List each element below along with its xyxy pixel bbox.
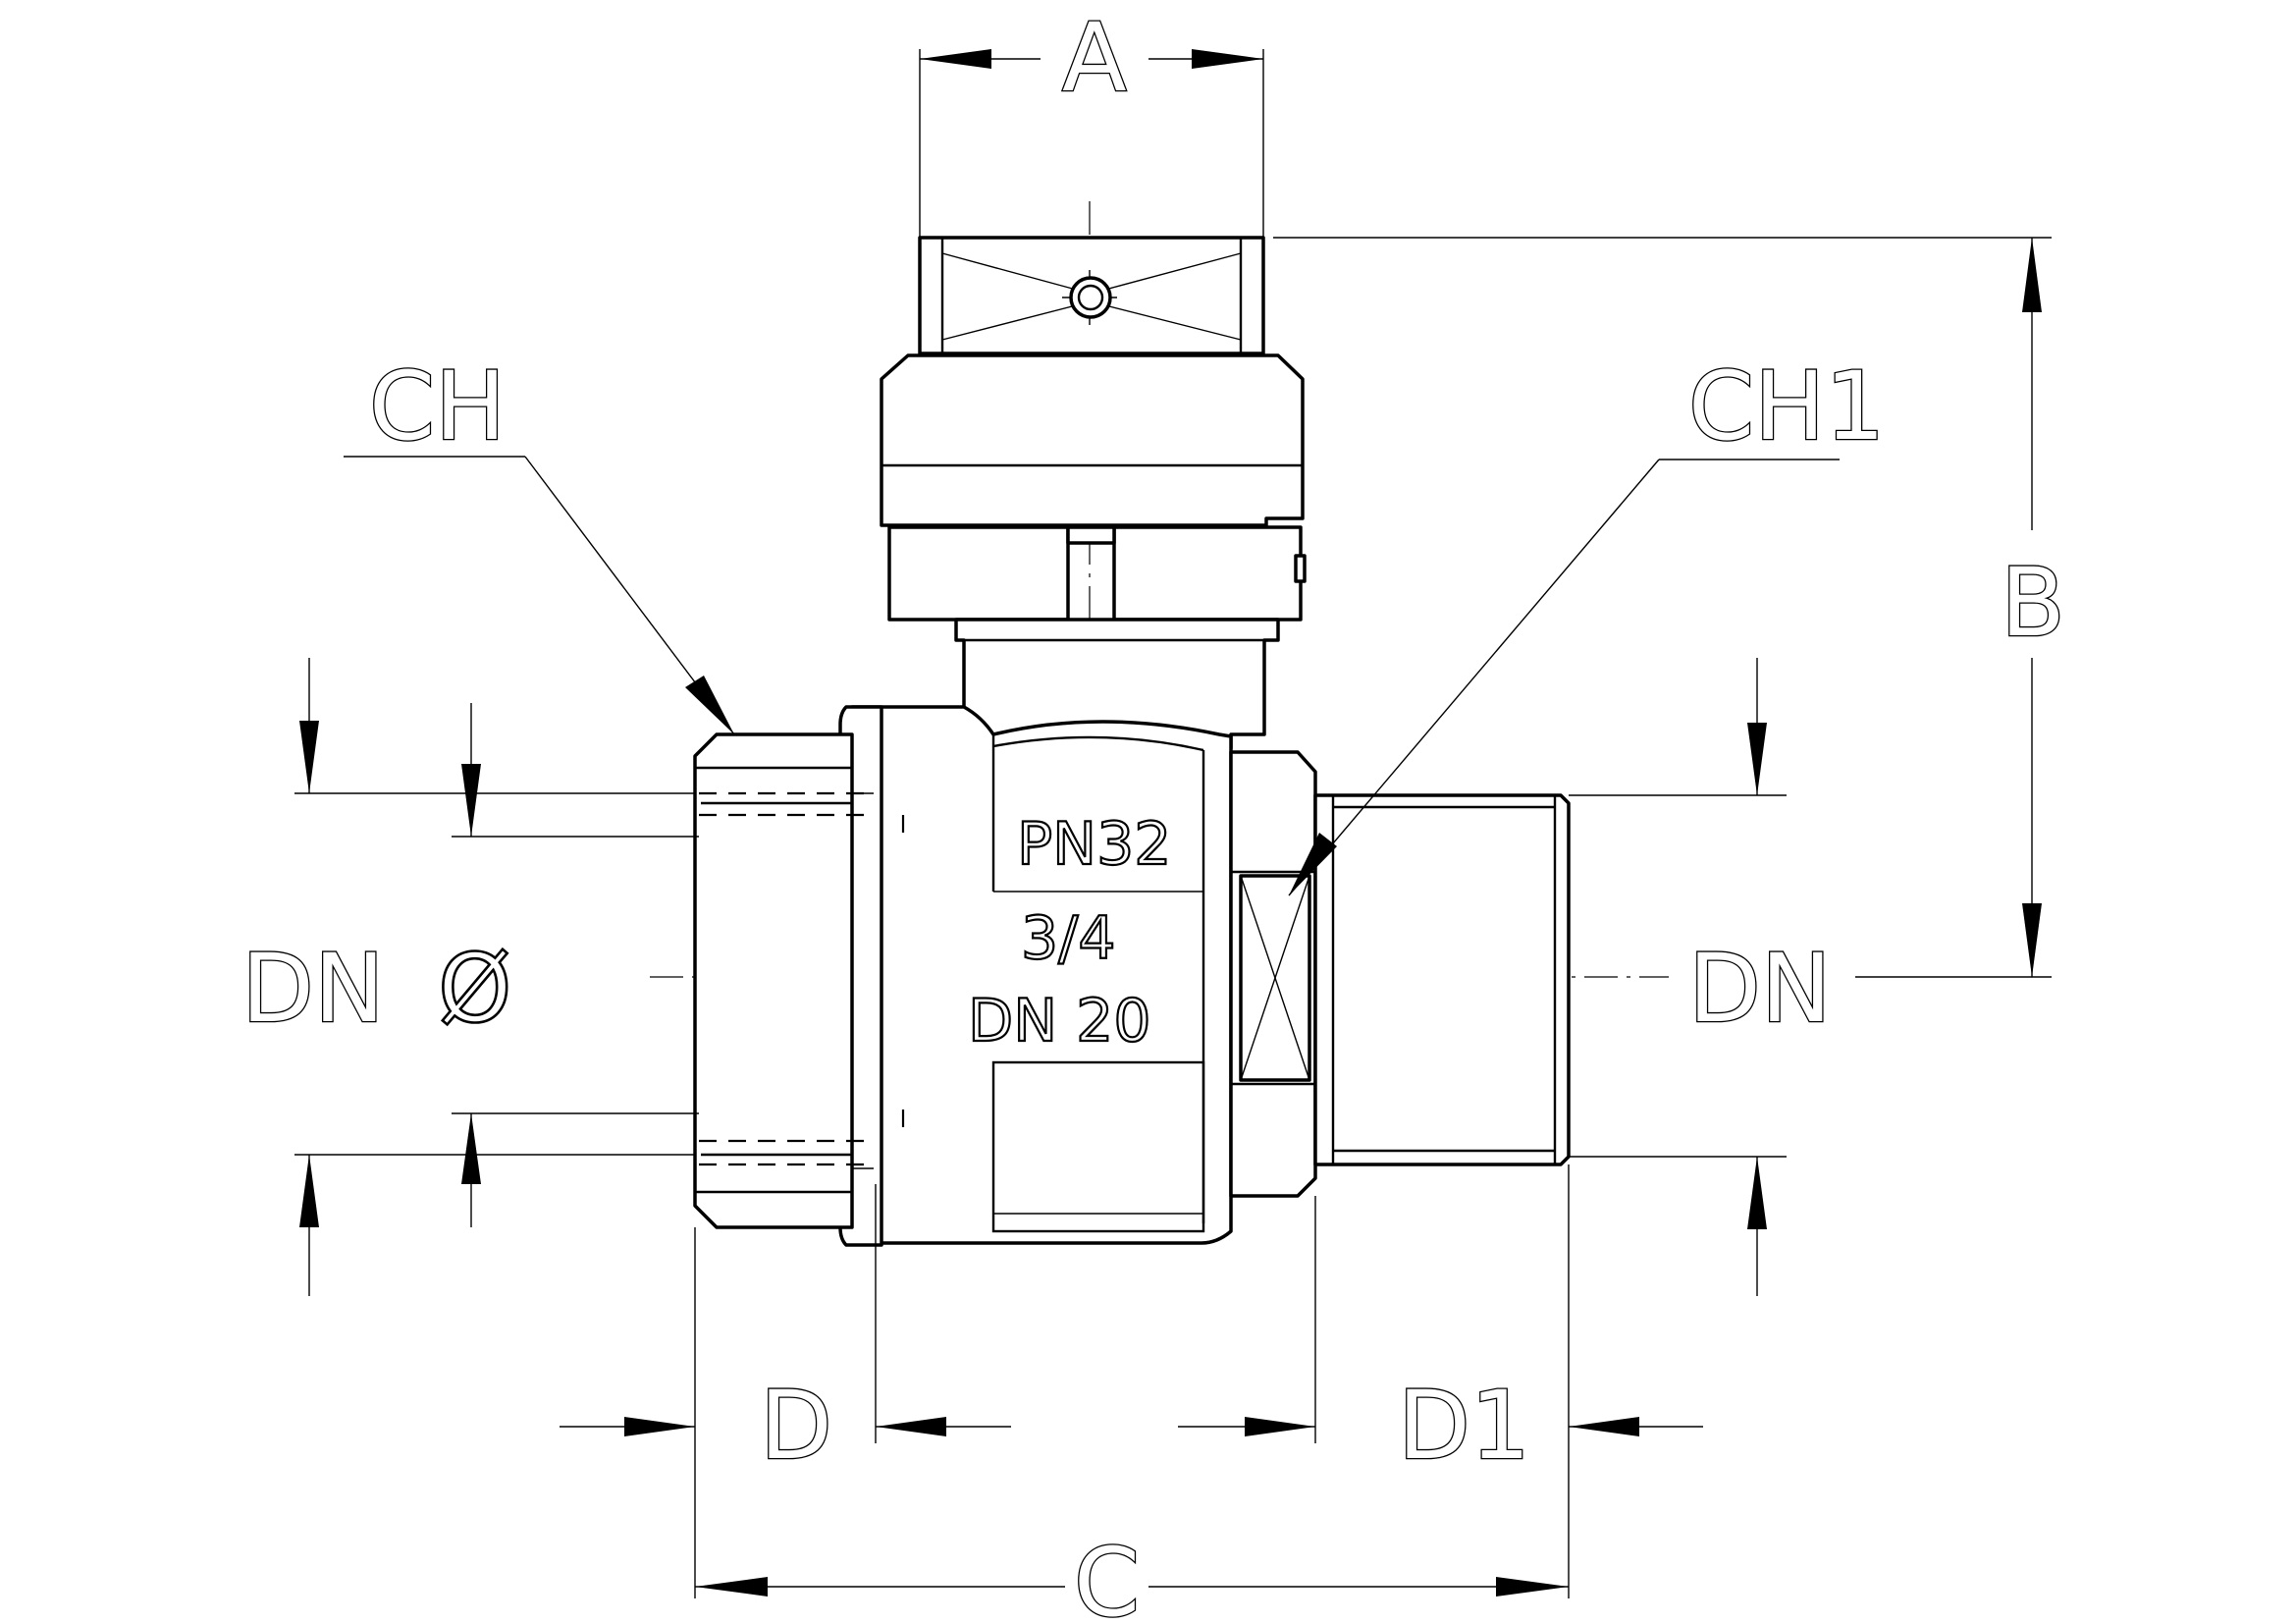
label-dn-left: DN: [241, 934, 385, 1044]
label-dn-right: DN: [1688, 934, 1832, 1044]
callout-ch1: CH1: [1288, 351, 1887, 896]
valve-bonnet: [880, 353, 1305, 527]
label-b: B: [2001, 548, 2065, 658]
dimension-d: D: [560, 1184, 1011, 1482]
dimension-d1: D1: [1178, 1196, 1703, 1482]
label-a: A: [1062, 3, 1127, 113]
dimension-dn-right: DN: [1569, 658, 1833, 1296]
label-ch: CH: [369, 352, 506, 461]
right-male-thread: [1313, 793, 1571, 1166]
valve-neck: [954, 618, 1280, 750]
dimension-dn-left: DN: [240, 658, 695, 1296]
marking-pressure: PN32: [1017, 810, 1171, 879]
right-hex-nut: [1229, 750, 1317, 1198]
label-diameter: Ø: [438, 934, 512, 1044]
marking-size: 3/4: [1021, 904, 1116, 973]
callout-ch: CH: [344, 351, 735, 735]
label-c: C: [1074, 1528, 1140, 1624]
left-hex-end: [693, 732, 874, 1229]
dimension-a: A: [919, 2, 1264, 238]
cap-screw: [1069, 276, 1112, 319]
label-ch1: CH1: [1688, 352, 1885, 461]
label-d1: D1: [1398, 1371, 1530, 1481]
marking-nominal-diameter: DN 20: [968, 987, 1151, 1056]
dimension-c: C: [694, 1164, 1570, 1624]
valve-body: [838, 705, 1233, 1247]
label-d: D: [760, 1371, 832, 1481]
valve-stem-nut: [887, 525, 1307, 622]
dimension-diameter: Ø: [437, 703, 699, 1227]
left-thread-hidden-lines: [699, 791, 905, 1166]
dimension-b: B: [1273, 237, 2066, 978]
